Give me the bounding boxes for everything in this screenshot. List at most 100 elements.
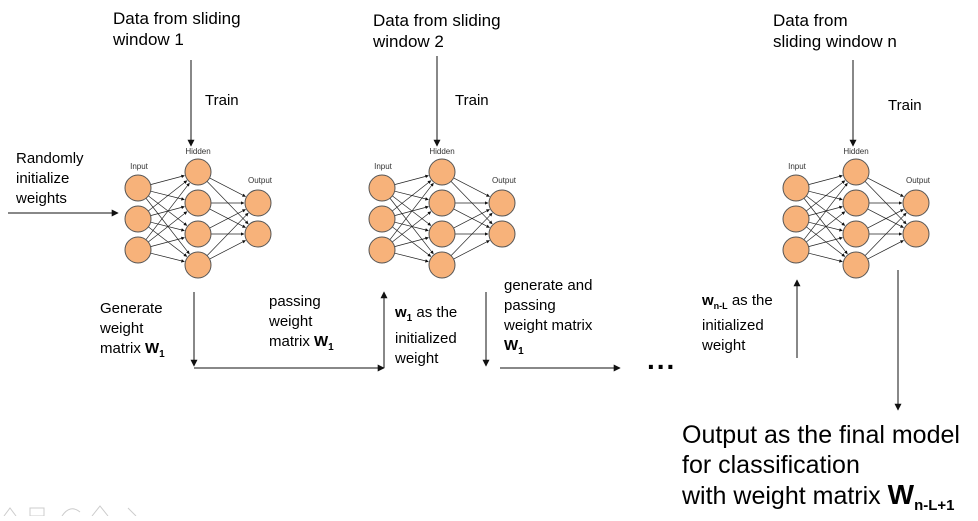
hidden-output-edge (864, 212, 907, 256)
output-neuron (244, 189, 272, 217)
input-hidden-edge (392, 211, 432, 243)
input-neuron (124, 236, 152, 264)
hidden-output-edge (450, 212, 493, 256)
hidden-neuron (842, 158, 870, 186)
hidden-neuron (428, 189, 456, 217)
input-neuron (368, 236, 396, 264)
input-hidden-edge (148, 211, 188, 243)
input-hidden-edge (806, 180, 846, 212)
hidden-neuron (184, 220, 212, 248)
final-output-label: Output as the final model for classifica… (682, 421, 960, 514)
input-hidden-edge (394, 174, 429, 185)
input-hidden-edge (150, 236, 185, 247)
random-init-label: Randomly initialize weights (16, 150, 84, 207)
input-hidden-edge (806, 226, 846, 257)
hidden-layer-label: Hidden (843, 147, 868, 156)
input-hidden-edge (392, 180, 432, 212)
input-layer-label: Input (788, 162, 807, 171)
w1-init-label: w1 as the initialized weight (395, 304, 458, 367)
window1-title: Data from sliding window 1 (113, 9, 241, 49)
input-hidden-edge (806, 195, 846, 226)
hidden-output-edge (209, 240, 246, 260)
hidden-neuron (184, 189, 212, 217)
hidden-neuron (184, 251, 212, 279)
input-neuron (368, 174, 396, 202)
input-hidden-edge (803, 182, 848, 240)
hidden-output-edge (864, 181, 907, 225)
input-neuron (782, 205, 810, 233)
hidden-neuron (184, 158, 212, 186)
hidden-neuron (428, 220, 456, 248)
input-hidden-edge (392, 195, 432, 226)
hidden-neuron (842, 251, 870, 279)
input-neuron (124, 174, 152, 202)
output-neuron (902, 189, 930, 217)
input-hidden-edge (394, 236, 429, 247)
input-layer-label: Input (374, 162, 393, 171)
input-hidden-edge (394, 252, 429, 263)
hidden-output-edge (206, 181, 249, 225)
hidden-output-edge (450, 181, 493, 225)
train-label-1: Train (205, 92, 239, 109)
hidden-output-edge (206, 212, 249, 256)
input-hidden-edge (148, 226, 188, 257)
hidden-output-edge (453, 209, 490, 229)
input-neuron (368, 205, 396, 233)
output-neuron (488, 189, 516, 217)
hidden-layer-label: Hidden (429, 147, 454, 156)
input-hidden-edge (148, 195, 188, 226)
input-hidden-edge (808, 252, 843, 263)
input-hidden-edge (394, 190, 429, 201)
hidden-output-edge (209, 208, 246, 228)
input-hidden-edge (808, 190, 843, 201)
hidden-output-edge (209, 209, 246, 229)
train-label-n: Train (888, 97, 922, 114)
train-label-2: Train (455, 92, 489, 109)
output-layer-label: Output (248, 176, 273, 185)
input-hidden-edge (808, 174, 843, 185)
input-hidden-edge (150, 221, 185, 232)
hidden-output-edge (867, 240, 904, 260)
generate-w1-label: Generate weight matrix W1 (100, 300, 165, 360)
passing-w1-label: passing weight matrix W1 (269, 293, 334, 353)
hidden-output-edge (453, 177, 490, 197)
ellipsis: ... (647, 344, 677, 375)
hidden-layer-label: Hidden (185, 147, 210, 156)
input-hidden-edge (148, 180, 188, 212)
generate-pass-w1-label: generate and passing weight matrix W1 (504, 277, 593, 357)
hidden-output-edge (453, 240, 490, 260)
hidden-output-edge (209, 177, 246, 197)
output-neuron (902, 220, 930, 248)
hidden-output-edge (453, 208, 490, 228)
wnl-init-label: wn-L as the initialized weight (702, 292, 773, 354)
hidden-neuron (428, 158, 456, 186)
input-hidden-edge (145, 182, 190, 240)
input-hidden-edge (150, 174, 185, 185)
input-hidden-edge (150, 190, 185, 201)
output-layer-label: Output (492, 176, 517, 185)
hidden-neuron (428, 251, 456, 279)
faint-toolbar-icons (3, 505, 137, 516)
output-neuron (488, 220, 516, 248)
windown-title: Data from sliding window n (773, 11, 897, 51)
hidden-output-edge (867, 177, 904, 197)
input-hidden-edge (389, 182, 434, 240)
input-hidden-edge (150, 252, 185, 263)
input-hidden-edge (394, 221, 429, 232)
output-layer-label: Output (906, 176, 931, 185)
output-neuron (244, 220, 272, 248)
hidden-output-edge (867, 208, 904, 228)
input-hidden-edge (806, 211, 846, 243)
hidden-output-edge (867, 209, 904, 229)
input-hidden-edge (808, 221, 843, 232)
hidden-neuron (842, 189, 870, 217)
input-hidden-edge (808, 236, 843, 247)
input-hidden-edge (392, 226, 432, 257)
hidden-neuron (842, 220, 870, 248)
input-layer-label: Input (130, 162, 149, 171)
input-neuron (124, 205, 152, 233)
input-neuron (782, 174, 810, 202)
